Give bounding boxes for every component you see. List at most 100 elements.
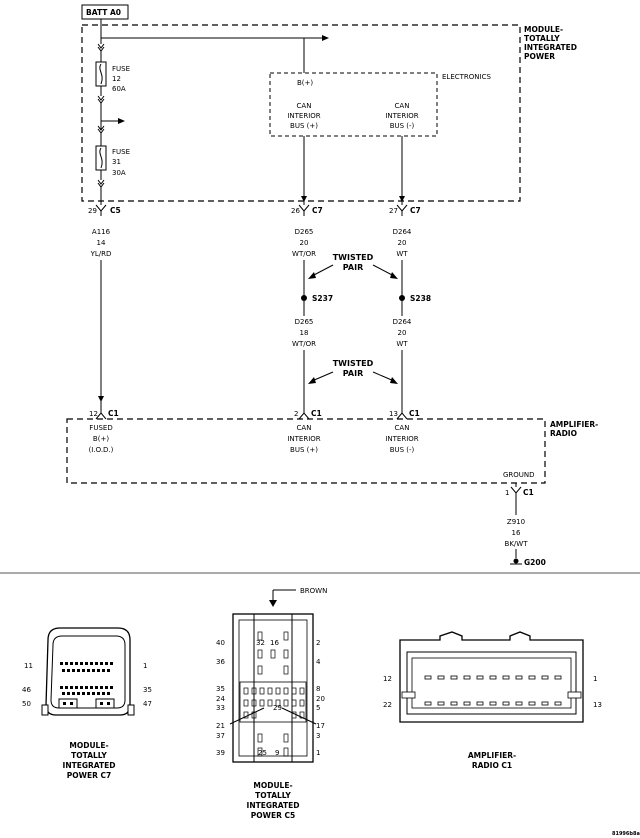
fused-a: FUSED: [89, 424, 112, 432]
can-hi-b: INTERIOR: [287, 112, 320, 120]
amp-can-hi-b: INTERIOR: [287, 435, 320, 443]
c7-title-b: TOTALLY: [71, 751, 107, 760]
ground-label: GROUND: [503, 471, 535, 479]
fuse12-b: 12: [112, 75, 121, 83]
c5-pin-39: 39: [216, 749, 225, 757]
batt-label-box: BATT A0: [81, 4, 129, 20]
pin-26: 26: [291, 207, 300, 215]
c7-title-c: INTEGRATED: [63, 761, 116, 770]
connector-c5-face: [229, 589, 317, 763]
fuse31-a: FUSE: [112, 148, 130, 156]
conn-c1a-label: C1: [108, 409, 119, 418]
conn-c1b-label: C1: [311, 409, 322, 418]
pin-27: 27: [389, 207, 398, 215]
tipm-label-4: POWER: [524, 52, 555, 61]
c5-pin-8: 8: [316, 685, 320, 693]
amplifier-outline: [66, 418, 546, 484]
c7-pin-47: 47: [143, 700, 152, 708]
c5-pin-5: 5: [316, 704, 320, 712]
w-d264b-c: WT: [396, 340, 408, 348]
w-a116-c: YL/RD: [90, 250, 112, 258]
w-d265b-c: WT/OR: [292, 340, 316, 348]
amp-can-hi-c: BUS (+): [290, 446, 318, 454]
can-hi-c: BUS (+): [290, 122, 318, 130]
tipm-label-3: INTEGRATED: [524, 43, 577, 52]
amp-can-lo-a: CAN: [395, 424, 410, 432]
c1-title-b: RADIO C1: [472, 761, 512, 770]
w-d264b-a: D264: [393, 318, 412, 326]
fuse31-b: 31: [112, 158, 121, 166]
can-lo-b: INTERIOR: [385, 112, 418, 120]
c5-pin-17: 17: [316, 722, 325, 730]
w-a116-a: A116: [92, 228, 111, 236]
conn-c7b-label: C7: [410, 206, 421, 215]
w-d265a-b: 20: [300, 239, 309, 247]
can-lo-c: BUS (-): [390, 122, 415, 130]
c5-pin-40: 40: [216, 639, 225, 647]
pin-29: 29: [88, 207, 97, 215]
w-d264a-a: D264: [393, 228, 412, 236]
twisted2-b: PAIR: [343, 369, 363, 378]
c5-pin-4: 4: [316, 658, 321, 666]
tipm-label-1: MODULE-: [524, 25, 563, 34]
batt-label: BATT A0: [86, 8, 121, 17]
c5-pin-16: 16: [270, 639, 279, 647]
w-d265b-a: D265: [295, 318, 314, 326]
c5-pin-29: 29: [273, 704, 282, 712]
c5-pin-36: 36: [216, 658, 225, 666]
ground-g200-icon: [510, 558, 522, 565]
twisted2-a: TWISTED: [333, 359, 374, 368]
w-a116-b: 14: [97, 239, 106, 247]
twisted1-b: PAIR: [343, 263, 363, 272]
c5-pin-25: 25: [258, 749, 267, 757]
c5-pin-33: 33: [216, 704, 225, 712]
connector-c7-face: [41, 627, 135, 716]
s237-label: S237: [312, 294, 333, 303]
c5-pin-32: 32: [256, 639, 265, 647]
c7-title-a: MODULE-: [69, 741, 108, 750]
conn-c1d-label: C1: [523, 488, 534, 497]
w-d264a-c: WT: [396, 250, 408, 258]
c5-title-b: TOTALLY: [255, 791, 291, 800]
g200-label: G200: [524, 558, 546, 567]
pin-1: 1: [505, 489, 509, 497]
conn-c5-label: C5: [110, 206, 121, 215]
c1-pin-1: 1: [593, 675, 597, 683]
amp-can-lo-c: BUS (-): [390, 446, 415, 454]
c1-pin-22: 22: [383, 701, 392, 709]
c5-pin-35: 35: [216, 685, 225, 693]
c5-pin-24: 24: [216, 695, 225, 703]
c1-pin-12: 12: [383, 675, 392, 683]
amp-can-lo-b: INTERIOR: [385, 435, 418, 443]
c5-title-a: MODULE-: [253, 781, 292, 790]
can-hi-a: CAN: [297, 102, 312, 110]
tipm-module-outline: [81, 24, 521, 202]
fuse31-c: 30A: [112, 169, 126, 177]
c7-pin-11: 11: [24, 662, 33, 670]
drawing-code: 81996b8a: [612, 831, 640, 837]
s238-label: S238: [410, 294, 431, 303]
c5-pin-1: 1: [316, 749, 320, 757]
c5-pin-21: 21: [216, 722, 225, 730]
twisted1-a: TWISTED: [333, 253, 374, 262]
c5-pin-3: 3: [316, 732, 320, 740]
pin-12: 12: [89, 410, 98, 418]
conn-c7a-label: C7: [312, 206, 323, 215]
w-d264a-b: 20: [398, 239, 407, 247]
amp-can-hi-a: CAN: [297, 424, 312, 432]
w-d265a-a: D265: [295, 228, 314, 236]
w-d265b-b: 18: [300, 329, 309, 337]
c7-title-d: POWER C7: [67, 771, 111, 780]
c5-title-d: POWER C5: [251, 811, 295, 820]
fuse12-a: FUSE: [112, 65, 130, 73]
c7-pin-46: 46: [22, 686, 31, 694]
conn-c1c-label: C1: [409, 409, 420, 418]
c7-pin-50: 50: [22, 700, 31, 708]
c7-pin-1: 1: [143, 662, 147, 670]
amp-label-a: AMPLIFIER-: [550, 420, 598, 429]
w-d264b-b: 20: [398, 329, 407, 337]
c5-pin-20: 20: [316, 695, 325, 703]
c7-pin-35: 35: [143, 686, 152, 694]
w-z910-c: BK/WT: [505, 540, 529, 548]
